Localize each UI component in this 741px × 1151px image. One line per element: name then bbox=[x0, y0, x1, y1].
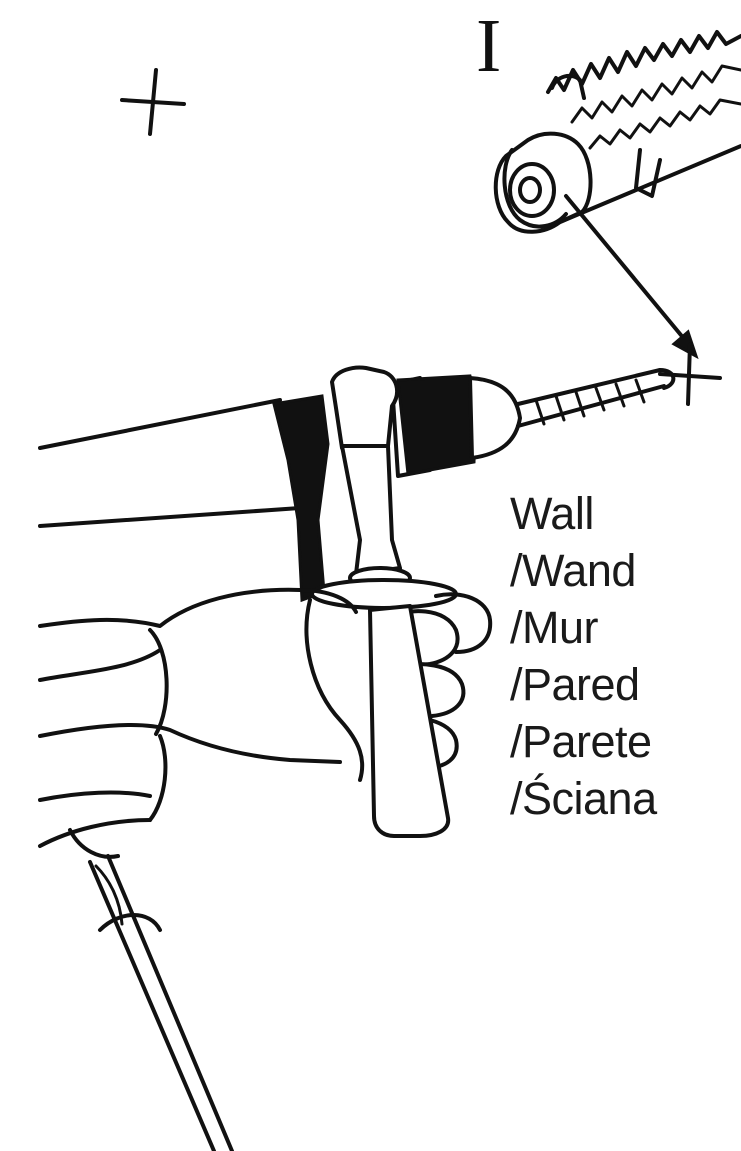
power-cord-icon bbox=[70, 830, 232, 1151]
crosshair-mark-icon bbox=[122, 70, 184, 134]
step-label: I bbox=[476, 8, 501, 84]
wall-label-de: /Wand bbox=[510, 542, 657, 599]
wall-label-list: Wall /Wand /Mur /Pared /Parete /Ściana bbox=[510, 485, 657, 827]
wall-label-pl: /Ściana bbox=[510, 770, 657, 827]
wall-label-en: Wall bbox=[510, 485, 657, 542]
wall-plug-icon bbox=[496, 32, 741, 232]
insertion-arrow-icon bbox=[566, 196, 696, 356]
wall-label-fr: /Mur bbox=[510, 599, 657, 656]
wall-label-it: /Parete bbox=[510, 713, 657, 770]
wall-label-es: /Pared bbox=[510, 656, 657, 713]
